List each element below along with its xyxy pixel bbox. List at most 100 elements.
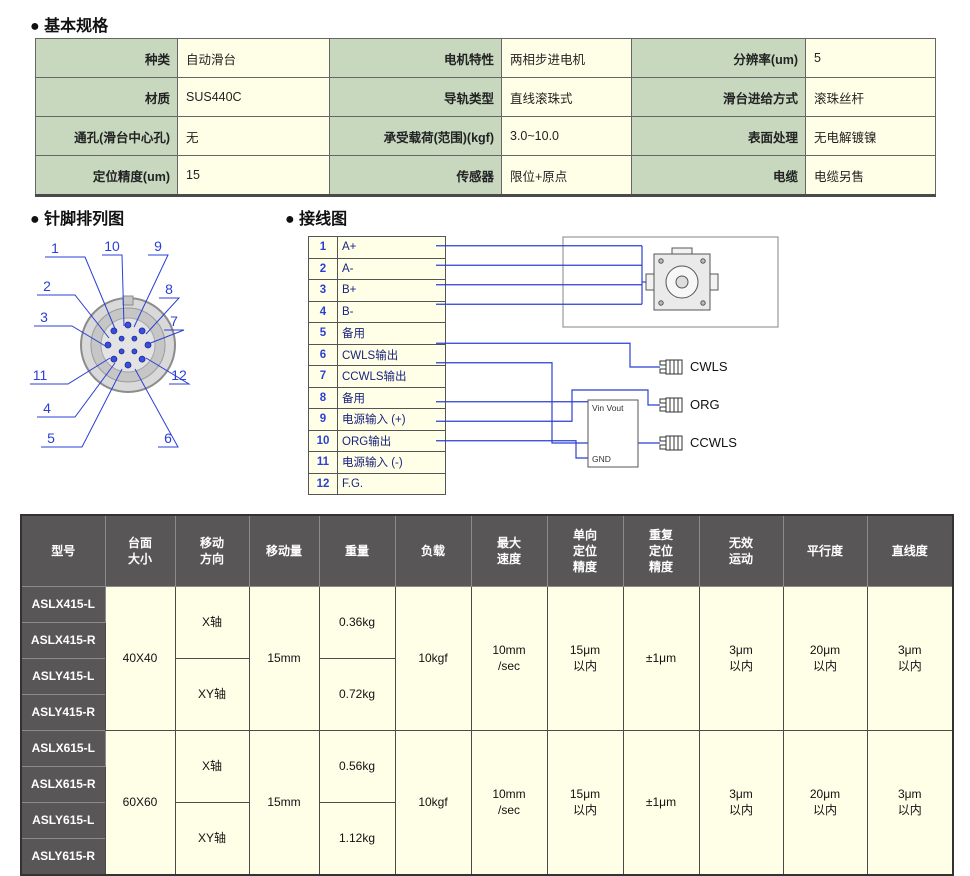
cwls-sensor-icon	[659, 359, 683, 375]
wire-signal-label: CWLS输出	[337, 343, 446, 366]
ccwls-sensor-icon	[659, 435, 683, 451]
speed-cell: 10mm /sec	[470, 730, 548, 876]
spec-value: 两相步进电机	[501, 38, 632, 78]
cwls-label: CWLS	[690, 359, 728, 374]
wiring-schematic: Vin Vout GND CWLS ORG CCWLS	[436, 236, 779, 468]
load-cell: 10kgf	[394, 730, 472, 876]
wires	[436, 245, 660, 459]
direction-cell: X轴	[174, 730, 250, 803]
wire-signal-label: F.G.	[337, 472, 446, 495]
size-cell: 40X40	[104, 586, 176, 731]
wire-pin-number: 10	[308, 429, 338, 452]
spec-label: 通孔(滑台中心孔)	[35, 116, 178, 156]
pin-number-8: 8	[165, 281, 173, 297]
wire-pin-number: 5	[308, 322, 338, 345]
wiring-diagram-title: ● 接线图	[285, 211, 348, 228]
pin-number-2: 2	[43, 278, 51, 294]
travel-cell: 15mm	[248, 586, 320, 731]
spec-row: 通孔(滑台中心孔) 无 承受载荷(范围)(kgf) 3.0~10.0 表面处理 …	[35, 116, 936, 156]
spec-label: 电机特性	[329, 38, 502, 78]
ccwls-label: CCWLS	[690, 435, 737, 450]
col-header-travel: 移动量	[248, 514, 320, 587]
driver-box: Vin Vout GND	[587, 399, 639, 468]
pin-number-5: 5	[47, 430, 55, 446]
model-spec-table: 型号 台面 大小 移动 方向 移动量 重量 负载 最大 速度 单向 定位 精度 …	[20, 514, 954, 876]
motor-box	[562, 236, 779, 328]
col-header-parallelism: 平行度	[782, 514, 868, 587]
driver-box-gnd-label: GND	[592, 454, 611, 464]
col-header-lost-motion: 无效 运动	[698, 514, 784, 587]
wire-pin-number: 6	[308, 343, 338, 366]
table-row: ASLX615-L 60X60 X轴 15mm 0.56kg 10kgf 10m…	[20, 730, 954, 876]
lost-motion-cell: 3μm 以内	[698, 586, 784, 731]
speed-cell: 10mm /sec	[470, 586, 548, 731]
wire-signal-label: 电源输入 (+)	[337, 408, 446, 431]
load-cell: 10kgf	[394, 586, 472, 731]
spec-label: 材质	[35, 77, 178, 117]
connector-graphic	[80, 295, 176, 393]
table-row: ASLY415-R	[20, 694, 953, 731]
spec-value: 无电解镀镍	[805, 116, 936, 156]
wire-pin-number: 8	[308, 386, 338, 409]
spec-label: 传感器	[329, 155, 502, 196]
straightness-cell: 3μm 以内	[866, 730, 954, 876]
pin-number-4: 4	[43, 400, 51, 416]
basic-spec-table: 种类 自动滑台 电机特性 两相步进电机 分辨率(um) 5 材质 SUS440C…	[35, 38, 936, 197]
spec-label: 种类	[35, 38, 178, 78]
spec-value: 电缆另售	[805, 155, 936, 196]
table-row: ASLX415-L 40X40 X轴 15mm 0.36kg 10kgf 10m…	[20, 586, 954, 731]
repeat-accuracy-cell: ±1μm	[622, 730, 700, 876]
weight-cell: 1.12kg	[318, 802, 396, 876]
col-header-model: 型号	[20, 514, 106, 587]
wire-pin-number: 4	[308, 300, 338, 323]
wire-pin-number: 9	[308, 408, 338, 431]
wire-pin-number: 2	[308, 257, 338, 280]
pin-number-12: 12	[171, 367, 187, 383]
travel-cell: 15mm	[248, 730, 320, 876]
pin-diagram-title: ● 针脚排列图	[30, 211, 125, 228]
straightness-cell: 3μm 以内	[866, 586, 954, 731]
model-cell: ASLY615-R	[20, 838, 106, 876]
spec-value: 15	[177, 155, 330, 196]
uni-accuracy-cell: 15μm 以内	[546, 586, 624, 731]
table-row: ASLX415-R	[20, 622, 953, 659]
spec-label: 导轨类型	[329, 77, 502, 117]
spec-label: 承受载荷(范围)(kgf)	[329, 116, 502, 156]
col-header-repeat-accuracy: 重复 定位 精度	[622, 514, 700, 587]
model-cell: ASLX415-R	[20, 622, 106, 659]
col-header-weight: 重量	[318, 514, 396, 587]
col-header-speed: 最大 速度	[470, 514, 548, 587]
col-header-uni-accuracy: 单向 定位 精度	[546, 514, 624, 587]
driver-box-top-label: Vin Vout	[592, 403, 624, 413]
model-cell: ASLY415-R	[20, 694, 106, 731]
model-cell: ASLX615-L	[20, 730, 106, 767]
table-row: ASLX615-R	[20, 766, 953, 803]
spec-label: 表面处理	[631, 116, 806, 156]
pin-number-11: 11	[33, 367, 48, 383]
model-cell: ASLY615-L	[20, 802, 106, 839]
org-label: ORG	[690, 397, 720, 412]
wire-signal-label: B-	[337, 300, 446, 323]
pin-number-6: 6	[164, 430, 172, 446]
pin-number-9: 9	[154, 238, 162, 254]
spec-label: 电缆	[631, 155, 806, 196]
stepper-motor-icon	[645, 247, 719, 311]
col-header-direction: 移动 方向	[174, 514, 250, 587]
spec-value: 3.0~10.0	[501, 116, 632, 156]
basic-spec-title: ● 基本规格	[30, 18, 109, 35]
spec-value: 5	[805, 38, 936, 78]
spec-value: 滚珠丝杆	[805, 77, 936, 117]
pin-number-3: 3	[40, 309, 48, 325]
model-cell: ASLX415-L	[20, 586, 106, 623]
weight-cell: 0.72kg	[318, 658, 396, 731]
spec-value: 无	[177, 116, 330, 156]
pin-number-10: 10	[104, 238, 120, 254]
